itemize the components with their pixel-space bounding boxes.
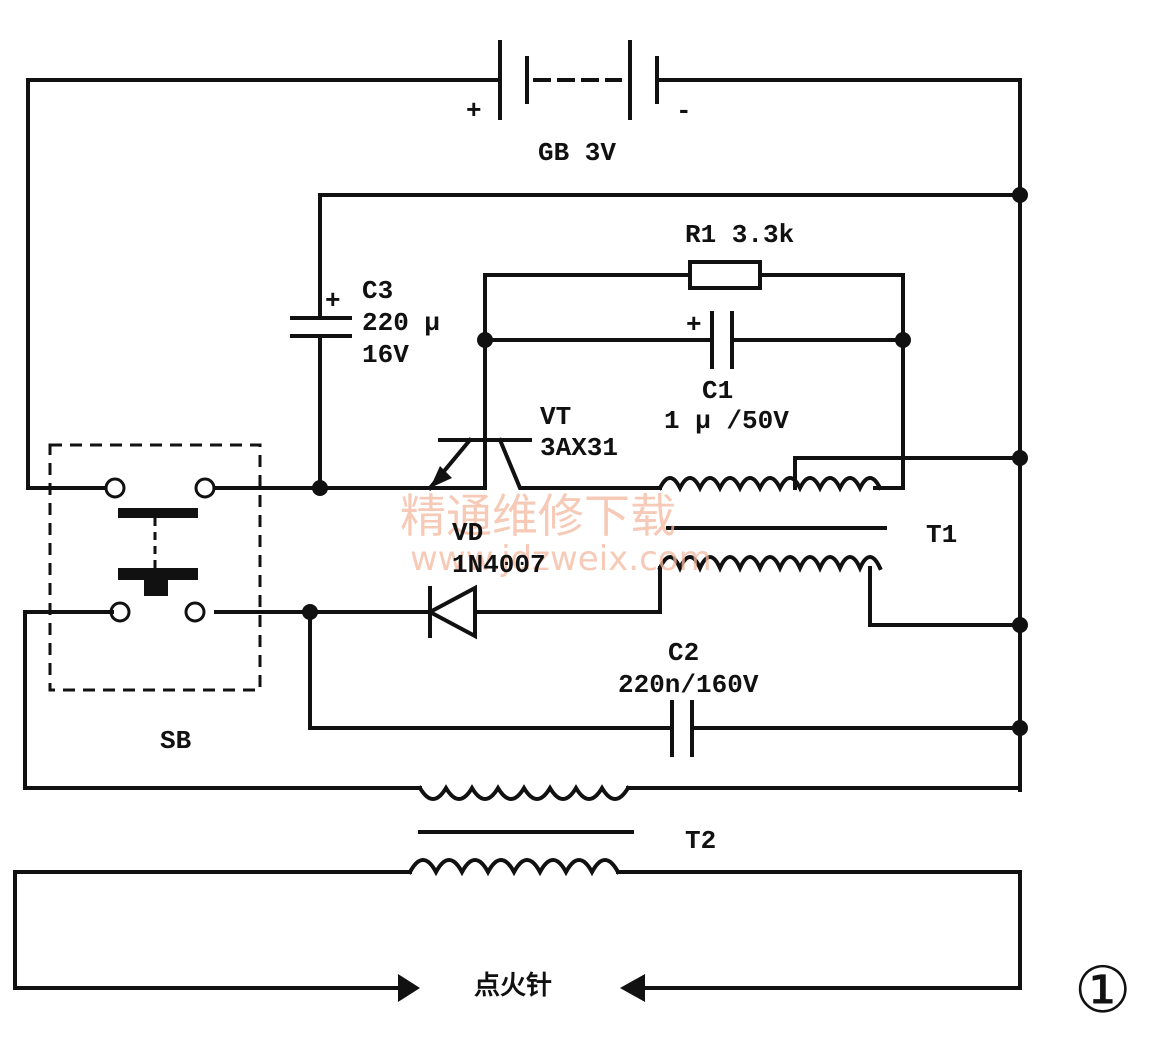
battery-plus-label: + xyxy=(466,96,482,126)
c2-value-label: 220n/160V xyxy=(618,670,759,700)
vd-name-label: VD xyxy=(452,518,483,548)
vt-part-label: 3AX31 xyxy=(540,433,618,463)
c1-value-label: 1 µ /50V xyxy=(664,406,789,436)
wire-r1-left xyxy=(483,273,692,442)
c1-name-label: C1 xyxy=(702,376,733,406)
wire-top-c3 xyxy=(318,193,1022,320)
needle-label: 点火针 xyxy=(474,970,552,1001)
switch-sb xyxy=(48,443,262,692)
sb-label: SB xyxy=(160,726,192,756)
c3-voltage-label: 16V xyxy=(362,340,409,370)
c3-plus-label: + xyxy=(325,286,341,316)
t1-label: T1 xyxy=(926,520,957,550)
watermark-cn: 精通维修下载 xyxy=(400,489,676,543)
c3-value-label: 220 µ xyxy=(362,308,440,338)
resistor-r1 xyxy=(688,260,762,290)
c1-plus-label: + xyxy=(686,310,702,340)
battery-label: GB 3V xyxy=(538,138,616,168)
r1-label: R1 3.3k xyxy=(685,220,794,250)
c3-name-label: C3 xyxy=(362,276,393,306)
diode-vd xyxy=(214,584,477,640)
figure-number: ① xyxy=(1074,954,1131,1028)
capacitor-c2 xyxy=(670,700,694,757)
transistor-vt xyxy=(427,437,662,491)
vd-part-label: 1N4007 xyxy=(452,550,546,580)
capacitor-c1 xyxy=(710,311,734,369)
transformer-t1 xyxy=(473,456,1022,627)
c2-name-label: C2 xyxy=(668,638,699,668)
watermark-url: www.jdzweix.com xyxy=(410,539,712,579)
wire-left-top xyxy=(26,78,502,490)
t2-label: T2 xyxy=(685,826,716,856)
needle-arrow-left xyxy=(398,974,420,1002)
junction-dots xyxy=(302,187,1028,736)
battery-minus-label: - xyxy=(676,96,692,126)
wire-right-rail xyxy=(655,78,1022,792)
capacitor-c3 xyxy=(290,316,352,490)
needle-arrow-right xyxy=(620,974,645,1002)
vt-name-label: VT xyxy=(540,402,571,432)
transformer-t2 xyxy=(13,784,1022,990)
battery-gb xyxy=(26,40,1022,792)
